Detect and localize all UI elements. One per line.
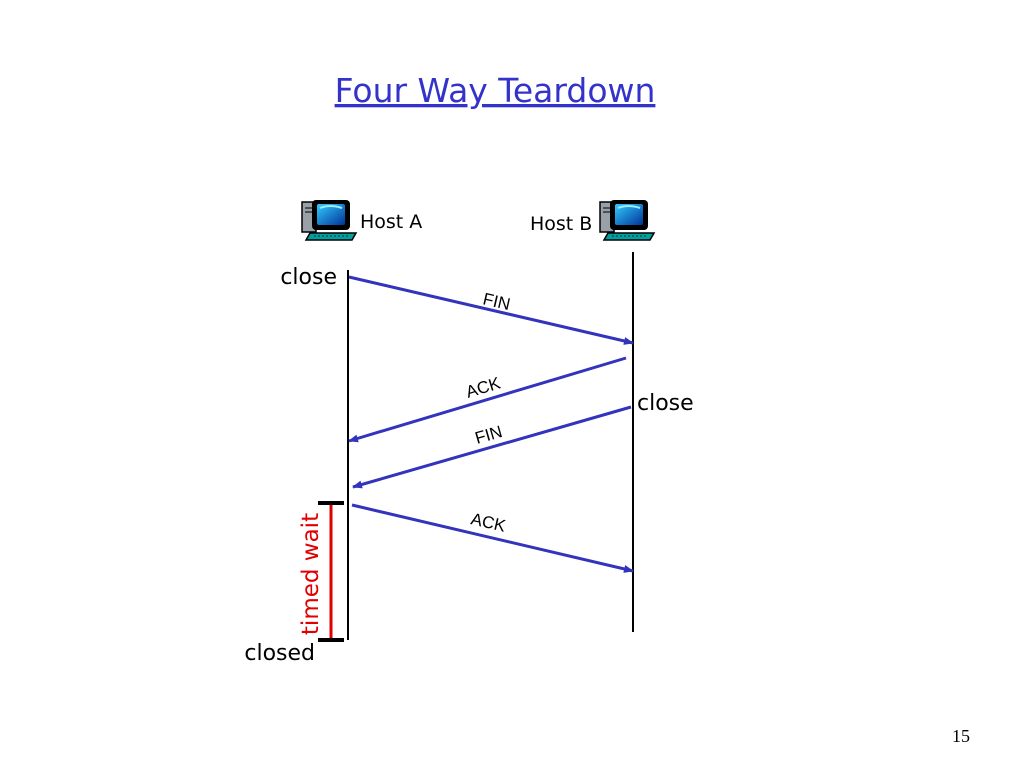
- timed-wait-bracket: [318, 501, 344, 642]
- timed-wait-label: timed wait: [298, 513, 324, 635]
- host-b-close-label: close: [637, 391, 694, 416]
- page-number: 15: [952, 726, 970, 746]
- host-b-computer-icon: [599, 199, 655, 241]
- fin-arrow-b-to-a: [352, 405, 632, 489]
- fin-arrow-a-to-b: [348, 275, 634, 345]
- message-label: FIN: [481, 289, 512, 314]
- ack-arrow-a-to-b: [351, 503, 634, 573]
- host-a-closed-label: closed: [244, 641, 315, 666]
- host-b-label: Host B: [530, 213, 592, 235]
- host-a-computer-icon: [301, 199, 357, 241]
- ack-arrow-b-to-a: [348, 356, 627, 443]
- page-title: Four Way Teardown: [335, 71, 656, 110]
- host-a-label: Host A: [360, 211, 422, 233]
- host-a-close-label: close: [280, 265, 337, 290]
- message-label: ACK: [469, 509, 508, 536]
